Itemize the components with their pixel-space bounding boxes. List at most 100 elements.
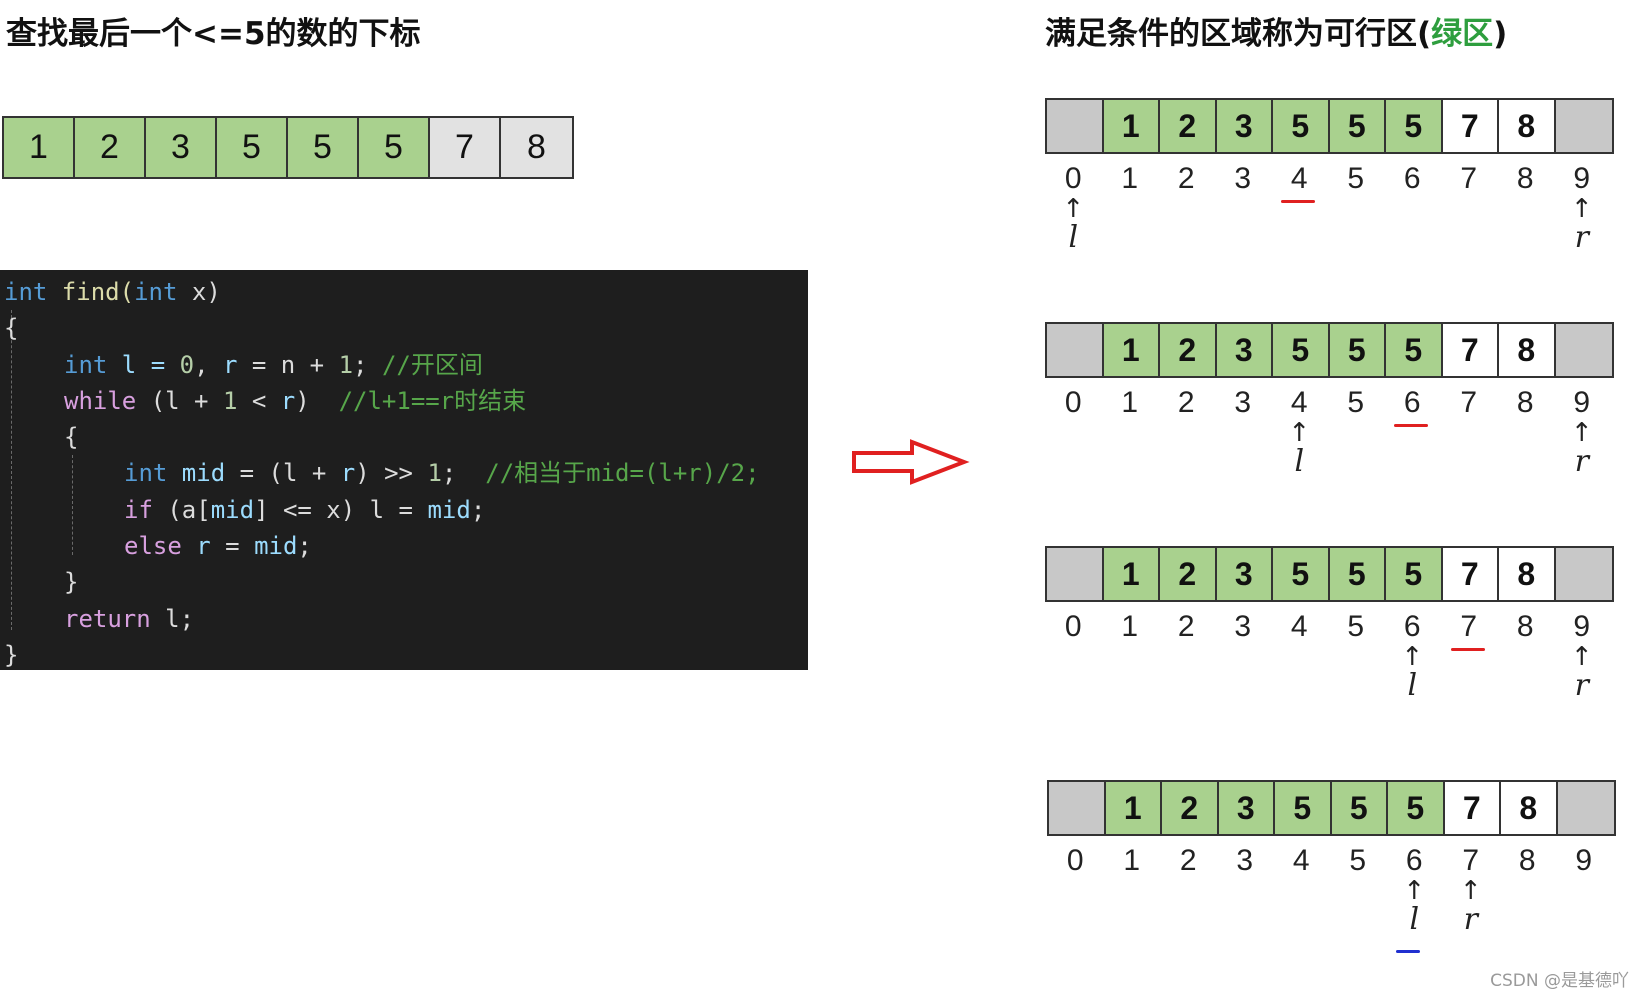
watermark: CSDN @是基德吖 [1490, 971, 1629, 991]
code-token: else [124, 532, 182, 561]
up-arrow-icon: ↑ [1403, 876, 1426, 906]
index-label: 1 [1121, 162, 1139, 195]
index-label: 6 [1403, 162, 1421, 195]
index-label: 9 [1575, 844, 1593, 877]
code-line-6: int mid = (l + r) >> 1; //相当于mid=(l+r)/2… [0, 455, 808, 491]
array-cell: 5 [1273, 100, 1330, 152]
code-token: 1 [338, 350, 354, 379]
index-label: 5 [1347, 610, 1365, 643]
pointer-l: ↑l [1279, 420, 1319, 478]
code-token: r [280, 386, 296, 415]
code-token: } [4, 640, 19, 669]
sentinel-cell [1555, 548, 1612, 600]
code-token: ; [470, 495, 486, 524]
array-cell: 8 [1499, 100, 1556, 152]
pointer-r: ↑r [1451, 878, 1491, 936]
code-token: int [64, 350, 108, 379]
sentinel-cell [1555, 100, 1612, 152]
code-token: 1 [222, 386, 238, 415]
right-arrow-icon [852, 439, 970, 485]
index-label: 3 [1234, 386, 1252, 419]
up-arrow-icon: ↑ [1570, 642, 1593, 672]
code-token: find( [47, 278, 135, 306]
pointer-r: ↑r [1562, 644, 1602, 702]
array-cell: 3 [146, 118, 217, 177]
pointer-l: ↑l [1394, 878, 1434, 936]
index-label: 1 [1121, 386, 1139, 419]
code-token: } [64, 568, 79, 597]
code-line-10: return l; [0, 601, 808, 637]
index-label: 5 [1347, 162, 1365, 195]
code-token: r [196, 532, 211, 561]
array-cell: 2 [1160, 324, 1217, 376]
array-cell: 1 [1103, 548, 1160, 600]
code-line-11: } [0, 637, 808, 673]
sentinel-cell [1555, 324, 1612, 376]
index-label: 8 [1516, 386, 1534, 419]
index-label: 6 [1405, 844, 1423, 877]
right-title-suffix: ) [1493, 16, 1508, 52]
index-label: 0 [1066, 844, 1084, 877]
sentinel-cell [1557, 782, 1614, 834]
code-token: mid [254, 532, 298, 561]
index-label: 0 [1064, 162, 1082, 195]
array-cell: 1 [4, 118, 75, 177]
index-label: 2 [1177, 386, 1195, 419]
up-arrow-icon: ↑ [1459, 876, 1482, 906]
code-token: (a[ [152, 495, 211, 524]
array-cell: 5 [1331, 782, 1388, 834]
code-panel: int find(int x) { int l = 0, r = n + 1; … [0, 270, 808, 670]
code-token: , [194, 350, 223, 379]
code-token: = [210, 532, 255, 561]
pointer-label: l [1409, 902, 1420, 937]
index-label: 2 [1177, 610, 1195, 643]
code-token: ; [441, 459, 486, 488]
code-token: ; [297, 532, 312, 561]
code-comment: //l+1==r时结束 [338, 386, 527, 415]
indent-guide [72, 455, 73, 555]
code-token: 0 [179, 350, 195, 379]
array-cell: 5 [1329, 548, 1386, 600]
code-token: mid [167, 459, 226, 488]
code-token: { [64, 423, 79, 452]
code-token: int [4, 278, 48, 306]
code-line-9: } [0, 564, 808, 600]
array-cell: 2 [1160, 548, 1217, 600]
array-cell: 7 [1442, 324, 1499, 376]
index-label: 4 [1290, 610, 1308, 643]
code-line-4: while (l + 1 < r) //l+1==r时结束 [0, 383, 808, 419]
code-comment: //相当于mid=(l+r)/2; [485, 459, 760, 488]
index-label: 7 [1460, 610, 1478, 643]
mid-underline [1450, 648, 1485, 651]
array-cell: 8 [501, 118, 572, 177]
indent-guide [11, 310, 12, 630]
pointer-label: l [1068, 220, 1079, 255]
mid-underline [1394, 424, 1428, 427]
pointer-l: ↑l [1392, 644, 1432, 702]
array-cell: 8 [1501, 782, 1558, 834]
array-cell: 5 [1386, 100, 1443, 152]
code-token [182, 532, 196, 560]
code-line-1: int find(int x) [0, 274, 808, 310]
index-label: 4 [1292, 844, 1310, 877]
index-label: 7 [1462, 844, 1480, 877]
index-label: 0 [1064, 386, 1082, 419]
pointer-label: r [1574, 668, 1589, 703]
answer-underline [1396, 950, 1420, 953]
array-cell: 5 [217, 118, 288, 177]
array-cell: 8 [1499, 324, 1556, 376]
array-cell: 1 [1105, 782, 1162, 834]
code-line-5: { [0, 419, 808, 455]
left-title: 查找最后一个<=5的数的下标 [6, 16, 421, 52]
code-token: int [134, 278, 178, 306]
code-token: mid [427, 495, 471, 524]
code-token: = n + [237, 350, 339, 379]
array-cell: 5 [1386, 324, 1443, 376]
array-cell: 3 [1218, 782, 1275, 834]
